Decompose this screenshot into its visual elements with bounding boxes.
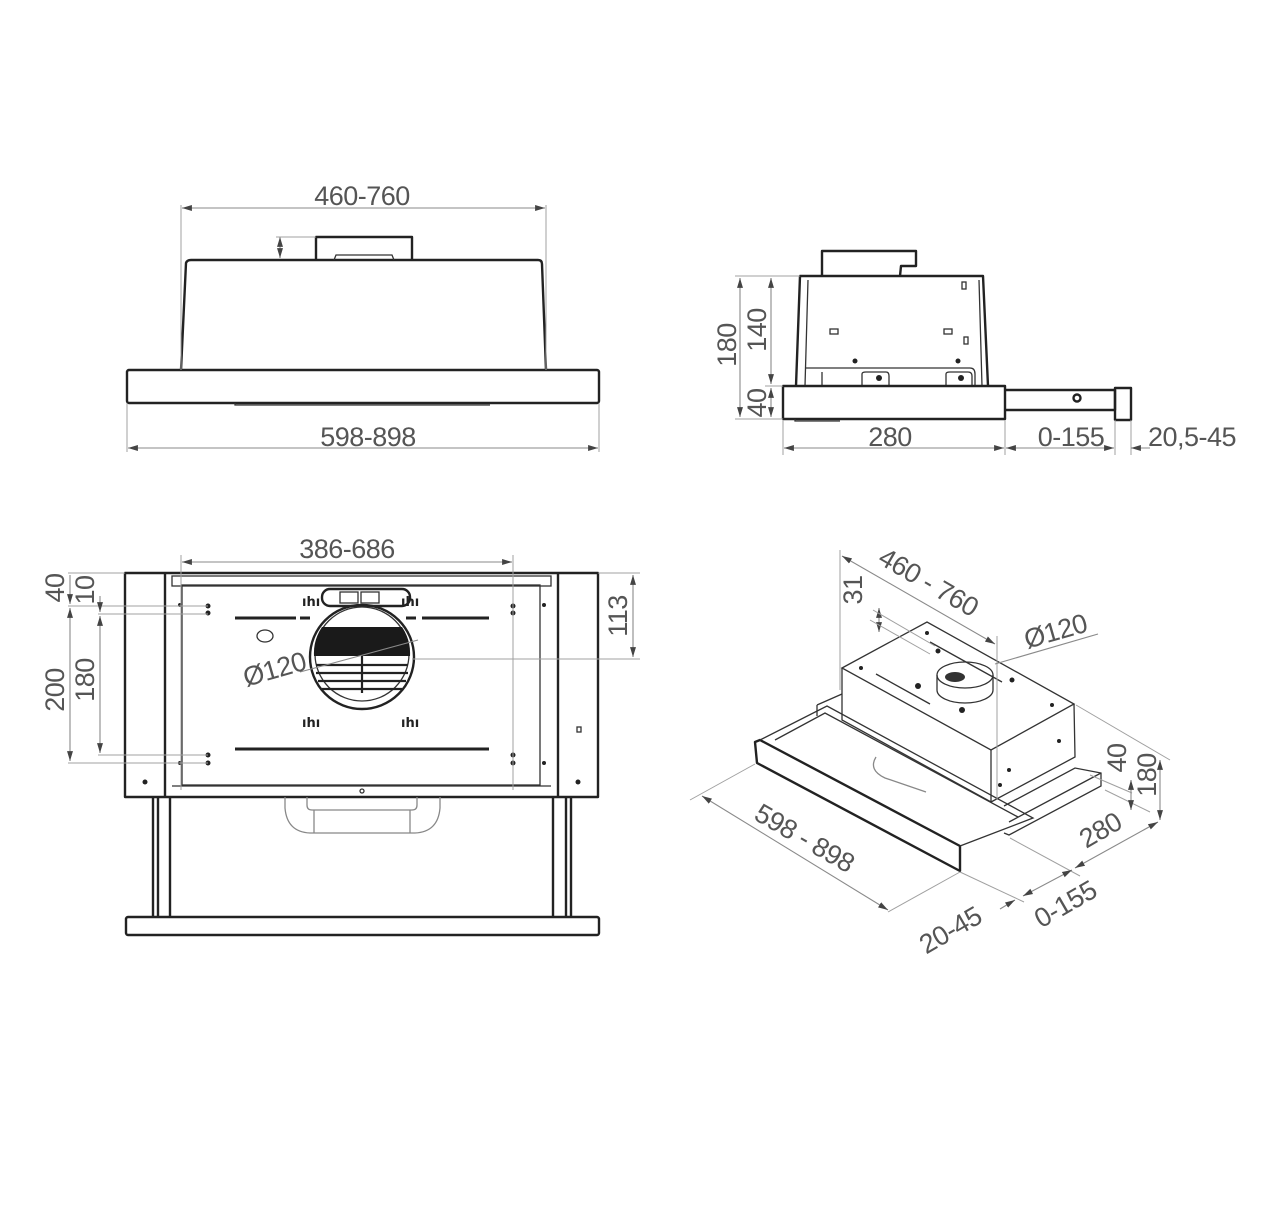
iso-total-height-label: 180 <box>1132 753 1162 797</box>
svg-text:ıhı: ıhı <box>302 595 320 610</box>
iso-depth-label: 280 <box>1074 806 1127 854</box>
bottom-spacing-200-label: 200 <box>40 668 70 712</box>
side-panel-height-label: 40 <box>742 388 772 417</box>
side-depth-label: 280 <box>868 422 912 452</box>
bottom-spacing-180-label: 180 <box>70 658 100 702</box>
iso-outlet-diameter-label: Ø120 <box>1021 608 1091 654</box>
iso-panel-height-label: 40 <box>1102 743 1132 772</box>
bottom-offset-10-label: 10 <box>70 575 100 604</box>
svg-text:ıhı: ıhı <box>401 716 419 731</box>
isometric-view <box>689 550 1171 913</box>
bottom-outlet-offset-label: 113 <box>603 595 633 637</box>
side-view <box>735 249 1150 455</box>
side-extension-label: 0-155 <box>1038 422 1105 452</box>
side-body-height-label: 140 <box>742 308 772 352</box>
iso-top-width-label: 460 - 760 <box>874 542 984 623</box>
side-panel-depth-label: 20,5-45 <box>1148 422 1236 452</box>
side-total-height-label: 180 <box>712 323 742 367</box>
svg-text:ıhı: ıhı <box>302 716 320 731</box>
front-top-width-label: 460-760 <box>314 181 410 211</box>
iso-extension-label: 0-155 <box>1029 875 1102 934</box>
iso-collar-height-label: 31 <box>838 575 868 604</box>
bottom-outlet-diameter-label: Ø120 <box>240 646 310 692</box>
bottom-inner-width-label: 386-686 <box>299 534 395 564</box>
front-view <box>125 205 601 452</box>
iso-panel-depth-label: 20-45 <box>914 901 987 960</box>
front-bottom-width-label: 598-898 <box>320 422 416 452</box>
bottom-offset-40-label: 40 <box>40 573 70 602</box>
